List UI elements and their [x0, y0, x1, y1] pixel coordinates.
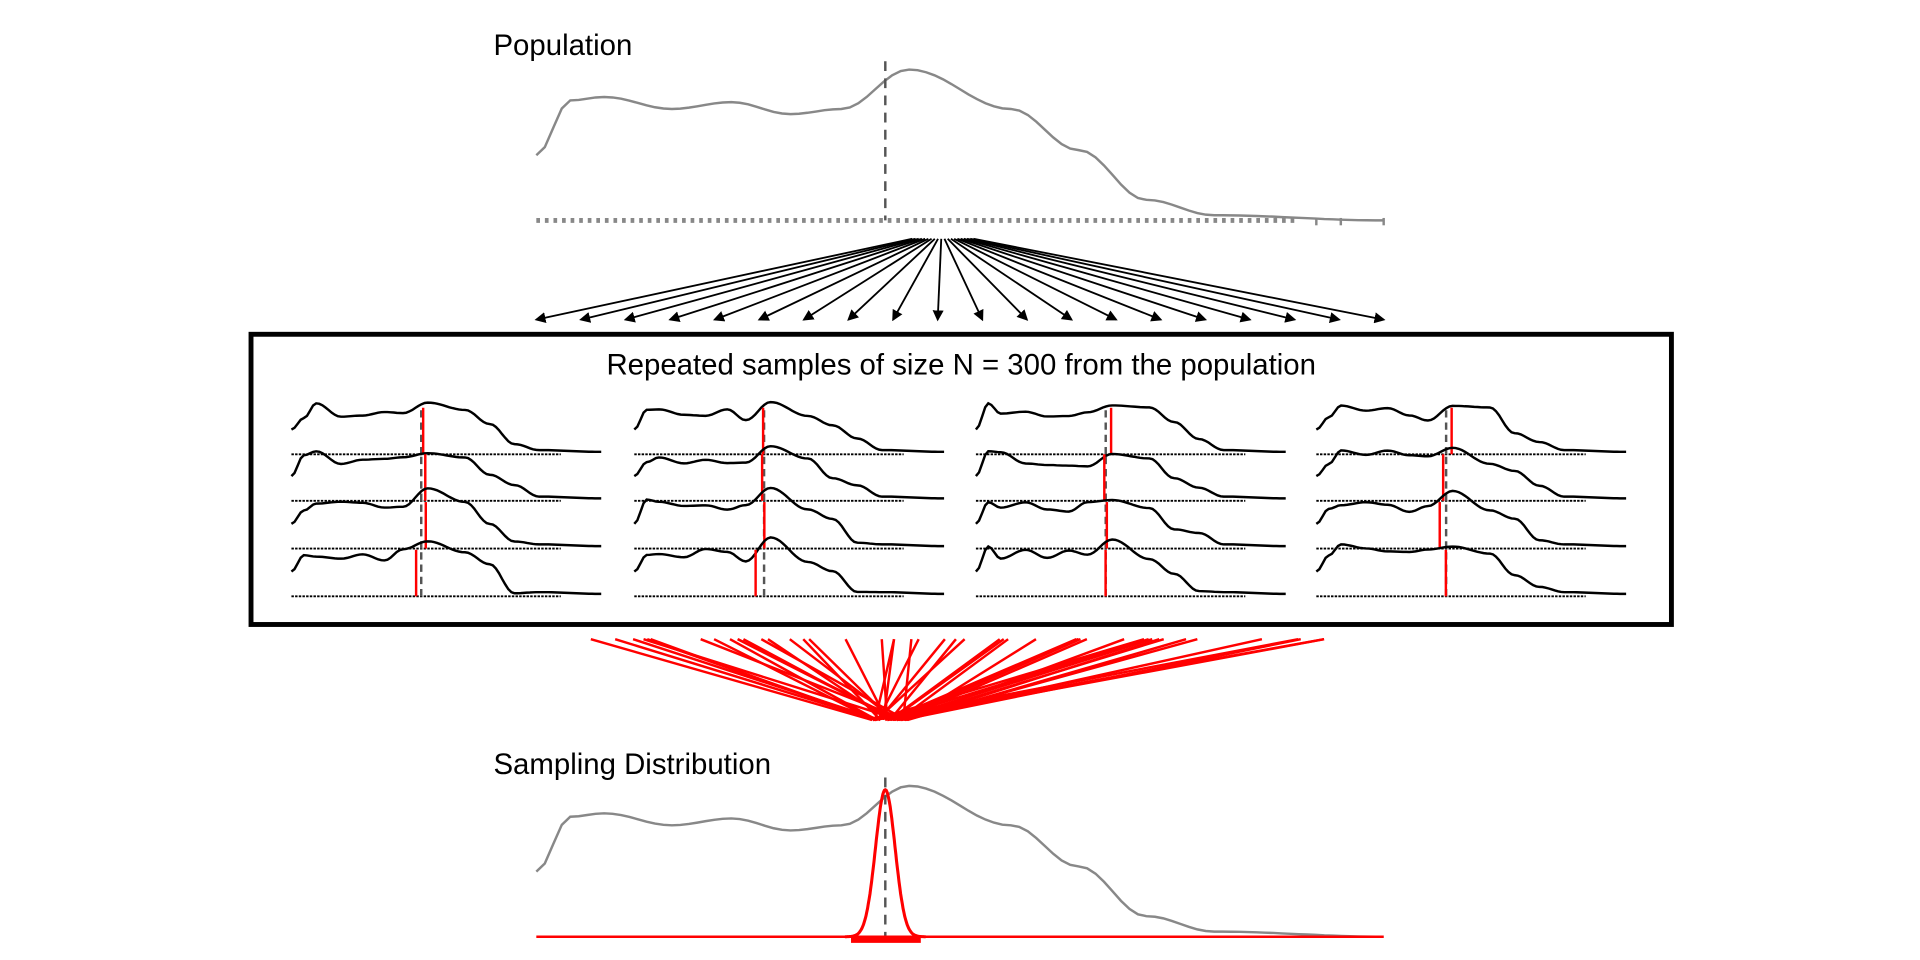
- sample-mean-connector: [632, 638, 881, 722]
- sample-plot: [974, 449, 1286, 502]
- sample-plot: [633, 536, 945, 598]
- sample-curve: [290, 540, 602, 596]
- population-density-plot: [535, 61, 1385, 226]
- sample-plot: [1315, 446, 1627, 502]
- sample-mean-connector: [897, 638, 1009, 721]
- sample-mean-connector: [899, 638, 1088, 722]
- sample-curve: [290, 450, 602, 500]
- sample-mean-connector: [888, 638, 1001, 721]
- sample-mean-connector: [901, 637, 1301, 722]
- sample-mean-connector: [902, 639, 913, 721]
- sample-curve: [633, 486, 945, 548]
- sampling-arrow: [847, 238, 936, 321]
- sample-curve: [975, 498, 1286, 548]
- sample-curve: [1315, 489, 1627, 548]
- sample-plot: [290, 540, 602, 598]
- sample-mean-connector: [899, 638, 1165, 722]
- sample-curve: [974, 538, 1286, 596]
- sampling-arrow: [957, 237, 1163, 322]
- sample-mean-connector: [700, 638, 907, 722]
- sample-mean-connector: [713, 638, 876, 722]
- sampling-distribution-title: Sampling Distribution: [493, 748, 771, 781]
- sample-plot: [1315, 489, 1627, 550]
- sample-curve: [1315, 446, 1627, 500]
- samples-box: [248, 331, 1674, 627]
- sample-curve: [1315, 543, 1627, 596]
- sampling-arrow: [960, 237, 1208, 322]
- sample-curve: [1315, 404, 1627, 454]
- population-curve: [535, 68, 1384, 222]
- sample-mean-connector: [894, 638, 1081, 722]
- sampling-arrow: [713, 237, 926, 322]
- population-title: Population: [493, 29, 632, 62]
- sampling-distribution-curve: [844, 788, 926, 939]
- sample-curve: [290, 401, 602, 454]
- sampling-arrow: [579, 237, 916, 323]
- sample-mean-connector: [844, 638, 888, 721]
- sample-plot: [1315, 404, 1627, 456]
- sample-mean-connector: [742, 638, 895, 722]
- sample-density-grid: [290, 400, 1627, 598]
- sampling-arrow: [943, 238, 984, 322]
- sampling-distribution-plot: [535, 777, 1384, 943]
- sampling-arrow: [966, 237, 1297, 323]
- sample-mean-connector: [875, 638, 966, 721]
- sampling-arrow: [970, 237, 1341, 324]
- sample-curve: [974, 401, 1286, 454]
- sampling-arrow: [963, 237, 1252, 323]
- sample-curve: [290, 487, 602, 548]
- samples-title: Repeated samples of size N = 300 from th…: [606, 349, 1316, 382]
- sample-curve: [974, 449, 1286, 500]
- sample-plot: [974, 401, 1286, 456]
- sampling-arrow: [953, 237, 1118, 321]
- sampling-arrow: [668, 237, 923, 323]
- sample-plot: [1315, 543, 1627, 598]
- sampling-arrow: [947, 238, 1029, 321]
- sample-mean-lines: [590, 637, 1325, 722]
- sampling-arrow: [892, 238, 939, 322]
- sampling-arrow: [932, 238, 944, 322]
- sample-plot: [290, 450, 602, 502]
- sample-curve: [633, 536, 945, 596]
- sampling-arrow: [757, 237, 929, 321]
- sample-curve: [633, 444, 945, 500]
- sample-mean-connector: [893, 638, 1153, 722]
- sample-plot: [975, 498, 1286, 550]
- sample-mean-connector: [590, 638, 873, 722]
- sampling-arrow: [534, 237, 913, 324]
- sample-mean-connector: [882, 639, 896, 721]
- sampling-arrow: [802, 237, 933, 321]
- sampling-arrows: [534, 237, 1386, 324]
- sample-plot: [633, 400, 945, 456]
- sampling-arrow: [950, 238, 1074, 321]
- sample-curve: [633, 400, 945, 454]
- sample-mean-connector: [873, 638, 896, 721]
- sampling-arrow: [623, 237, 919, 323]
- sample-mean-connector: [760, 638, 907, 722]
- population-curve: [535, 784, 1384, 938]
- sample-mean-connector: [889, 638, 957, 721]
- sample-plot: [633, 444, 945, 502]
- sample-plot: [290, 401, 602, 456]
- sampling-arrow: [973, 237, 1386, 324]
